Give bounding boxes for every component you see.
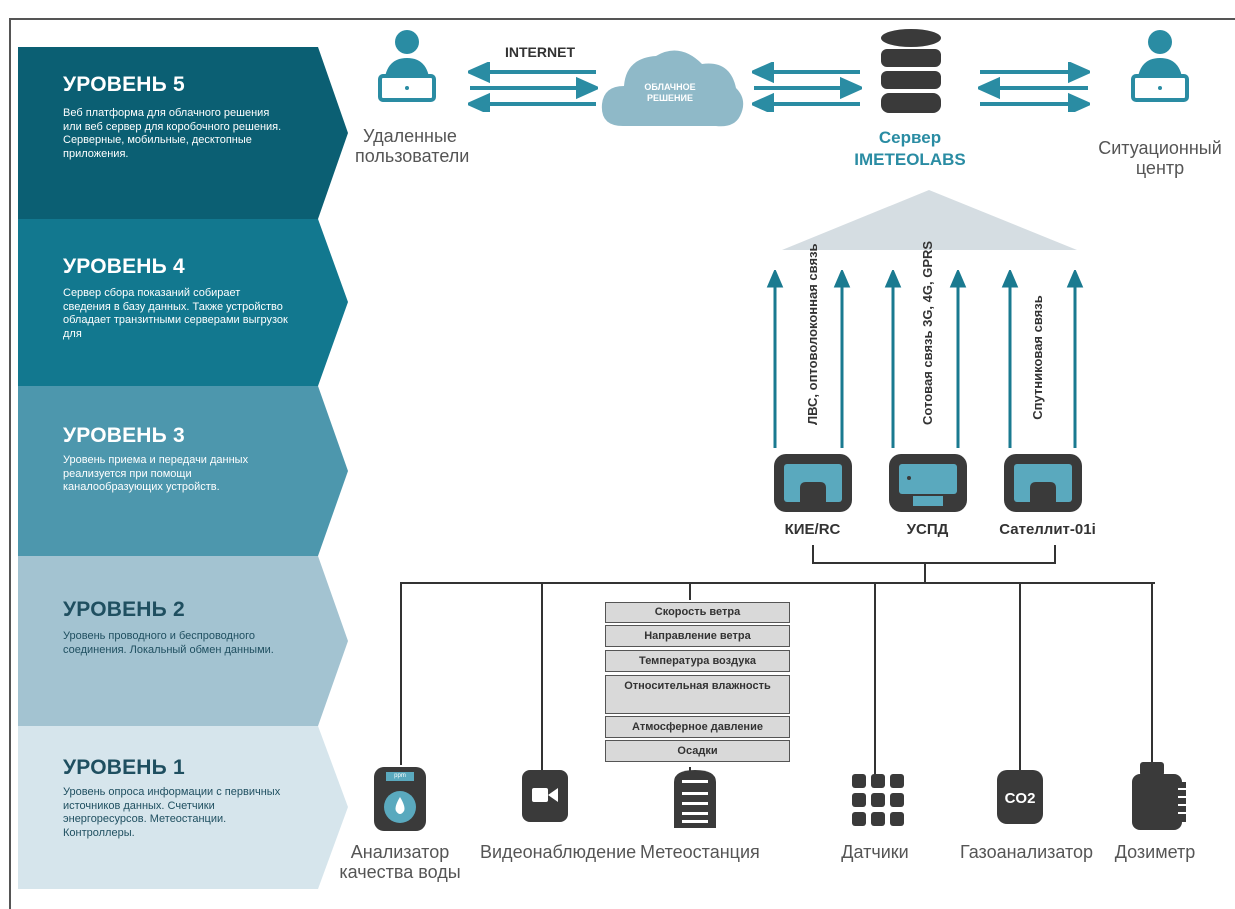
level-1-title: УРОВЕНЬ 1 xyxy=(63,756,185,779)
level-2-shape xyxy=(18,556,348,726)
sensor-label-weather: Метеостанция xyxy=(640,842,760,862)
sensor-label-video: Видеонаблюдение xyxy=(480,842,637,862)
video-camera-icon xyxy=(522,770,568,822)
param-pressure: Атмосферное давление xyxy=(605,716,790,738)
database-icon xyxy=(881,29,941,113)
level-3-shape xyxy=(18,386,348,556)
server-center-arrows xyxy=(978,62,1090,112)
cloud-server-arrows xyxy=(752,62,862,112)
channel-cellular-label: Сотовая связь 3G, 4G, GPRS xyxy=(920,240,935,425)
satellite-device-icon xyxy=(1004,454,1082,512)
water-analyzer-icon xyxy=(374,767,426,831)
internet-arrows xyxy=(468,62,598,112)
situation-center-icon xyxy=(1131,30,1189,102)
remote-user-icon xyxy=(378,30,436,102)
situation-center-label: Ситуационный центр xyxy=(1098,138,1222,178)
remote-users-label: Удаленные пользователи xyxy=(355,126,470,166)
diagram-frame xyxy=(9,18,1235,909)
sensor-label-dosimeter: Дозиметр xyxy=(1114,842,1196,862)
sensor-label-sensors: Датчики xyxy=(841,842,909,862)
level-4-shape xyxy=(18,219,348,386)
server-label-line2: IMETEOLABS xyxy=(854,150,966,169)
level-5-desc: Веб платформа для облачного решения или … xyxy=(63,107,282,160)
sensor-label-water: Анализатор качества воды xyxy=(339,842,461,882)
uspd-device-icon xyxy=(889,454,967,512)
level-2-desc: Уровень проводного и беспроводного соеди… xyxy=(63,630,274,656)
dosimeter-icon xyxy=(1132,762,1186,830)
level-1: УРОВЕНЬ 1 Уровень опроса информации с пе… xyxy=(18,726,348,889)
level-2: УРОВЕНЬ 2 Уровень проводного и беспровод… xyxy=(18,556,348,726)
cloud-label: ОБЛАЧНОЕ РЕШЕНИЕ xyxy=(644,82,696,103)
level-4: УРОВЕНЬ 4 Сервер сбора показаний собирае… xyxy=(18,219,348,386)
sensor-grid-icon xyxy=(852,774,904,826)
level-3: УРОВЕНЬ 3 Уровень приема и передачи данн… xyxy=(18,386,348,556)
param-humidity: Относительная влажность xyxy=(605,675,790,714)
co2-label: CO2 xyxy=(1004,790,1036,807)
level-1-desc: Уровень опроса информации с первичных ис… xyxy=(63,786,281,839)
co2-icon xyxy=(997,770,1043,824)
device-kie-label: КИЕ/RC xyxy=(784,521,841,538)
level-1-shape xyxy=(18,726,348,889)
device-satellite-label: Сателлит-01i xyxy=(999,521,1096,538)
weather-station-icon xyxy=(674,770,716,828)
param-precipitation: Осадки xyxy=(605,740,790,762)
server-label-line1: Сервер xyxy=(878,128,942,147)
level-3-desc: Уровень приема и передачи данных реализу… xyxy=(63,454,249,493)
kie-device-icon xyxy=(774,454,852,512)
channel-arrows xyxy=(766,270,1084,448)
level-5-title: УРОВЕНЬ 5 xyxy=(63,73,185,96)
level-4-desc: Сервер сбора показаний собирает сведения… xyxy=(63,287,288,340)
water-analyzer-badge: ppm xyxy=(394,773,406,779)
sensor-label-gas: Газоанализатор xyxy=(960,842,1094,862)
cloud-icon xyxy=(601,50,744,127)
level-4-title: УРОВЕНЬ 4 xyxy=(63,255,185,278)
param-wind-speed: Скорость ветра xyxy=(605,602,790,623)
level-5: УРОВЕНЬ 5 Веб платформа для облачного ре… xyxy=(18,47,348,219)
param-wind-direction: Направление ветра xyxy=(605,625,790,647)
channel-lan-label: ЛВС, оптоволоконная связь xyxy=(805,243,820,425)
level-5-shape xyxy=(18,47,348,219)
param-air-temperature: Температура воздука xyxy=(605,650,790,672)
channel-satellite-label: Спутниковая связь xyxy=(1030,295,1045,420)
internet-label: INTERNET xyxy=(505,44,575,60)
level-3-title: УРОВЕНЬ 3 xyxy=(63,424,185,447)
level-2-title: УРОВЕНЬ 2 xyxy=(63,598,185,621)
bus-lines xyxy=(400,545,1155,775)
aggregation-triangle xyxy=(782,190,1077,250)
device-uspd-label: УСПД xyxy=(906,521,949,538)
